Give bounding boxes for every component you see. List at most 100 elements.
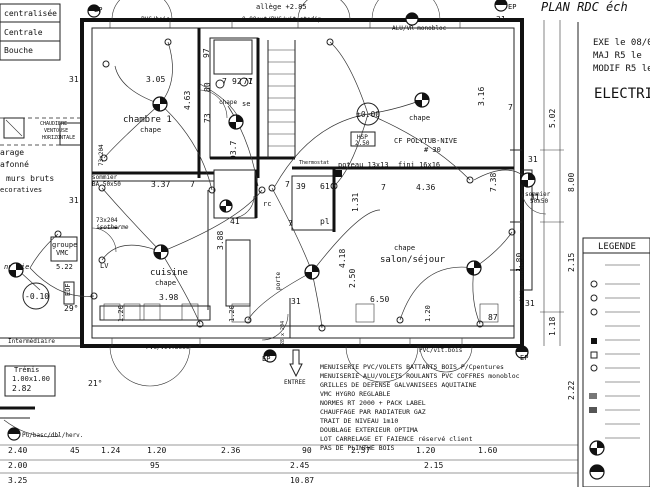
sockets xyxy=(54,38,516,332)
dim-7-a: 7 xyxy=(222,77,227,86)
dim-b3-3-25: 3.25 xyxy=(8,476,27,485)
dim-b1-2-36: 2.36 xyxy=(221,446,240,455)
note-6: CHAUFFAGE PAR RADIATEUR GAZ xyxy=(320,408,426,416)
note-1: MENUISERIE PVC/VOLETS BATTANTS BOIS P/Cp… xyxy=(320,363,504,371)
thermostat-label: Thermostat xyxy=(299,160,329,166)
dim-b1-90: 90 xyxy=(302,446,312,455)
modif-date: MODIF R5 le xyxy=(593,64,650,74)
dim-31-e: 31 xyxy=(528,155,538,164)
left-label-1: centralisée xyxy=(4,8,57,18)
dim-right-2-22: 2.22 xyxy=(567,381,576,400)
dim-7-e: 7 xyxy=(248,77,253,86)
angle-21: 21° xyxy=(88,379,102,388)
general-notes: MENUISERIE PVC/VOLETS BATTANTS BOIS P/Cp… xyxy=(320,363,520,452)
opening-top-right: ALU/VR monobloc xyxy=(392,25,447,32)
interior-dimensions: 3.05 4.63 3.37 4.36 3.88 3.98 6.50 2.50 … xyxy=(69,15,538,322)
door-spec-left: PG/basc/dbl/herv. xyxy=(22,432,83,439)
dim-1-20-a: 1.20 xyxy=(117,305,125,322)
dim-7-b: 7 xyxy=(190,180,195,189)
intermediate-label: Intermédiaire xyxy=(8,338,55,345)
dim-right-2-15: 2.15 xyxy=(567,253,576,272)
dim-31-a: 31 xyxy=(69,75,79,84)
lamp-bottom-left xyxy=(7,427,21,441)
opening-top-mid: 0.80eut/PVC/vit.stadip xyxy=(242,16,322,23)
lamp-entrance xyxy=(263,349,277,363)
dim-7-38: 7.38 xyxy=(489,173,498,192)
dim-93-7: 93.7 xyxy=(229,141,238,160)
right-dimensions: 5.02 8.00 2.15 1.18 2.22 31 xyxy=(530,20,576,400)
dim-b2-2-45: 2.45 xyxy=(290,461,309,470)
fini-label: fini 16x16 xyxy=(398,161,440,169)
poteau-label: poteau 13x13 xyxy=(338,161,389,169)
vent-label: VENTOUSE xyxy=(44,128,68,134)
dim-b1-1-20b: 1.20 xyxy=(416,446,435,455)
dim-3-16: 3.16 xyxy=(477,87,486,106)
room-chambre-finish: chape xyxy=(140,126,161,134)
title-block: PLAN RDC éch EXE le 08/0 MAJ R5 le MODIF… xyxy=(541,0,650,487)
sommier-left-dim: BA 50x50 xyxy=(92,181,121,188)
note-10: PAS DE PLINTHE BOIS xyxy=(320,444,394,452)
left-panel: centralisée Centrale Bouche arage afonné… xyxy=(0,3,109,439)
entrance-label: ENTREE xyxy=(284,379,306,386)
maj-date: MAJ R5 le xyxy=(593,51,642,61)
dim-b2-95: 95 xyxy=(150,461,160,470)
lamp-hall xyxy=(414,92,430,108)
room-labels: chambre 1 chape cuisine chape salon/séjo… xyxy=(123,114,446,287)
dim-39: 39 xyxy=(296,182,306,191)
lamp-bathroom xyxy=(228,114,244,130)
opening-bottom-right: PVC/vit.bois xyxy=(419,347,463,354)
dim-6-50: 6.50 xyxy=(370,295,389,304)
left-label-2: Centrale xyxy=(4,28,43,37)
edf-label: EDF xyxy=(64,283,72,296)
dim-3-37: 3.37 xyxy=(151,180,170,189)
garage-line-4: ecoratives xyxy=(0,186,42,194)
level-minus: -0.10 xyxy=(25,292,49,301)
door-swings xyxy=(91,0,547,387)
dim-1-80: 1.80 xyxy=(515,253,524,272)
vmc-label: VMC xyxy=(56,249,69,257)
masonry-level: 5.22 xyxy=(56,263,73,271)
dim-4-36: 4.36 xyxy=(416,183,435,192)
note-3: GRILLES DE DEFENSE GALVANISEES AQUITAINE xyxy=(320,381,477,389)
legend-symbols xyxy=(589,264,640,480)
alu-label: ALU xyxy=(519,291,526,302)
garage-line-3: murs bruts xyxy=(6,174,54,183)
light-points xyxy=(7,0,536,441)
ep-bottom-mid: EP xyxy=(262,355,270,363)
chape-small: chape xyxy=(219,99,237,106)
horizontal-label: HORIZONTALE xyxy=(42,135,75,141)
monobloc-label: monobloc xyxy=(519,257,526,286)
dim-1-31: 1.31 xyxy=(351,193,360,212)
dim-71: 71 xyxy=(243,77,253,86)
dim-7-g: 7 xyxy=(508,103,513,112)
pl-label: pl xyxy=(320,217,330,226)
isotherme-label: isotherme xyxy=(96,224,129,231)
dim-1-20-b: 1.20 xyxy=(228,305,236,322)
side-door-size: 28 x 204 xyxy=(280,321,286,345)
lamp-top-right xyxy=(494,0,508,12)
dim-41: 41 xyxy=(230,217,240,226)
boiler-label: CHAUDIERE xyxy=(40,121,67,127)
dim-7-f: 7 xyxy=(288,219,293,228)
dim-80: 80 xyxy=(203,82,212,92)
room-hall-finish: chape xyxy=(409,114,430,122)
dim-31-b: 31 xyxy=(496,15,506,24)
dim-right-1-18: 1.18 xyxy=(548,317,557,336)
door-label: porte xyxy=(275,272,282,290)
allege-label: allège +2.85 xyxy=(256,3,307,11)
dim-31-c: 31 xyxy=(69,196,79,205)
opening-bottom-left: PVC/vit.bois xyxy=(146,344,190,351)
dim-b3-10-87: 10.87 xyxy=(290,476,314,485)
dim-73: 73 xyxy=(203,113,212,123)
room-salon-finish: chape xyxy=(394,244,415,252)
cf-number: # 30 xyxy=(424,146,441,154)
note-5: NORMES RT 2000 + PACK LABEL xyxy=(320,399,426,407)
ep-top-left: EP xyxy=(94,6,102,14)
note-9: LOT CARRELAGE ET FAIENCE réservé client xyxy=(320,435,473,443)
hsp-label: HSP xyxy=(357,134,368,141)
opening-top-left: PVC/bois xyxy=(141,16,170,23)
garage-line-1: arage xyxy=(0,148,24,157)
dim-7-c: 7 xyxy=(381,183,386,192)
annotations: PVC/bois 0.80eut/PVC/vit.stadip ALU/VR m… xyxy=(92,3,551,363)
